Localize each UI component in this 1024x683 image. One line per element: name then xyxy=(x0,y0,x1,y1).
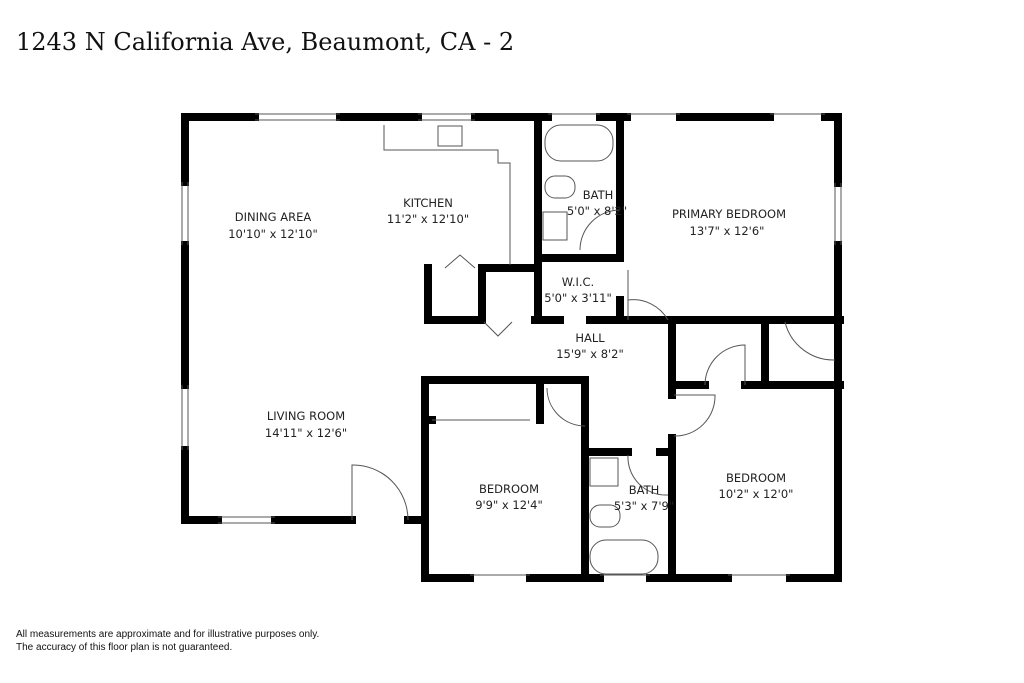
room-size: 10'2" x 12'0" xyxy=(719,487,794,501)
room-labels: DINING AREA 10'10" x 12'10" KITCHEN 11'2… xyxy=(228,188,793,513)
room-size: 5'0" x 3'11" xyxy=(544,291,612,305)
disclaimer: All measurements are approximate and for… xyxy=(16,628,319,654)
room-size: 5'3" x 7'9" xyxy=(614,499,674,513)
room-size: 13'7" x 12'6" xyxy=(690,224,765,238)
room-size: 14'11" x 12'6" xyxy=(265,426,347,440)
room-name: DINING AREA xyxy=(235,210,312,224)
room-size: 5'0" x 8'2" xyxy=(567,204,627,218)
windows-and-fixtures xyxy=(181,113,842,576)
room-name: HALL xyxy=(575,331,605,345)
room-size: 11'2" x 12'10" xyxy=(387,212,469,226)
room-name: BATH xyxy=(629,483,660,497)
listing-title: 1243 N California Ave, Beaumont, CA - 2 xyxy=(16,28,515,56)
room-name: W.I.C. xyxy=(562,275,594,289)
room-size: 9'9" x 12'4" xyxy=(475,498,543,512)
room-size: 10'10" x 12'10" xyxy=(228,227,318,241)
room-name: KITCHEN xyxy=(403,196,453,210)
room-name: BATH xyxy=(583,188,614,202)
room-name: LIVING ROOM xyxy=(267,409,345,423)
room-size: 15'9" x 8'2" xyxy=(556,347,624,361)
room-name: PRIMARY BEDROOM xyxy=(672,207,786,221)
walls xyxy=(181,113,844,582)
room-name: BEDROOM xyxy=(479,482,539,496)
disclaimer-line: The accuracy of this floor plan is not g… xyxy=(16,642,233,653)
disclaimer-line: All measurements are approximate and for… xyxy=(16,629,320,640)
room-name: BEDROOM xyxy=(726,471,786,485)
